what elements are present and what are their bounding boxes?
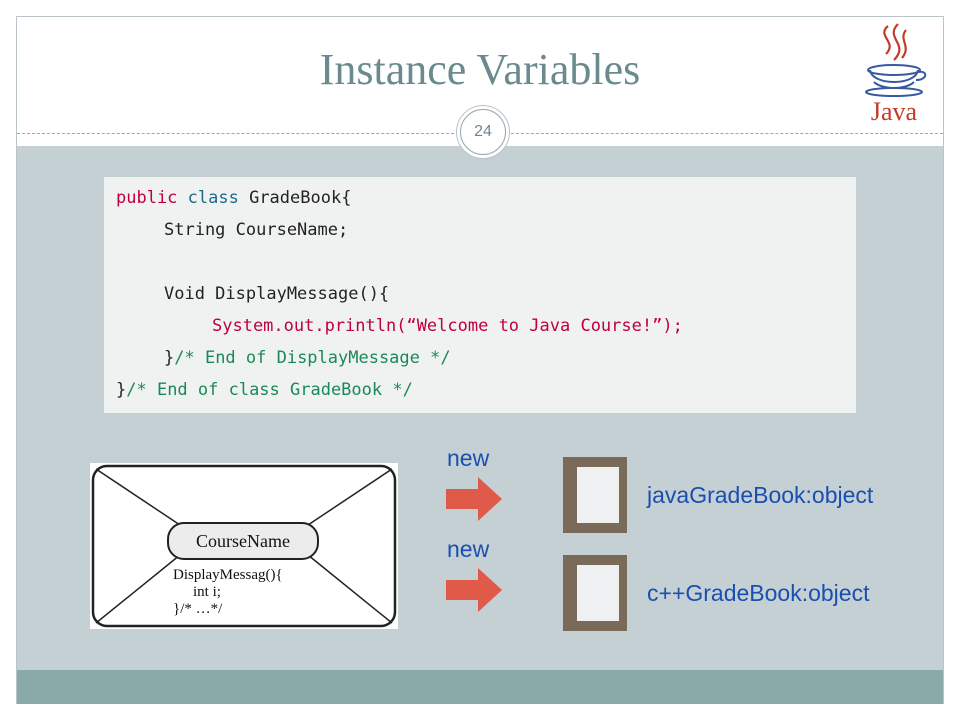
java-logo-icon: Java <box>865 23 927 126</box>
method-line: DisplayMessag(){ <box>173 567 283 583</box>
code-token: Void DisplayMessage(){ <box>164 284 390 304</box>
object-label: c++GradeBook:object <box>647 580 870 606</box>
code-token: } <box>164 348 175 368</box>
page-number-badge: 24 <box>456 105 510 159</box>
code-line: public class GradeBook{ <box>116 188 351 208</box>
method-line: }/* …*/ <box>173 601 223 617</box>
code-token: class <box>187 188 250 208</box>
new-label: new <box>447 445 490 471</box>
code-token: System.out.println(“Welcome to Java Cour… <box>212 316 683 336</box>
code-block: public class GradeBook{ String CourseNam… <box>104 177 856 413</box>
code-token: GradeBook{ <box>249 188 352 208</box>
footer-band <box>17 670 943 704</box>
slide-title: Instance Variables <box>319 45 641 94</box>
code-line: System.out.println(“Welcome to Java Cour… <box>212 316 683 336</box>
code-comment: /* End of class GradeBook */ <box>126 380 413 400</box>
object-diagram: CourseName DisplayMessag(){ int i; }/* …… <box>90 463 398 629</box>
code-line: }/* End of class GradeBook */ <box>116 380 413 400</box>
code-line: String CourseName; <box>164 220 348 240</box>
arrow-right-icon <box>446 568 502 612</box>
field-pill <box>167 522 319 560</box>
book-object-image <box>563 457 627 533</box>
java-logo-wordmark: Java <box>871 97 918 126</box>
code-token: String CourseName; <box>164 220 349 240</box>
arrow-right-icon <box>446 477 502 521</box>
code-comment: /* End of DisplayMessage */ <box>174 348 451 368</box>
field-label: CourseName <box>196 531 290 551</box>
code-line: Void DisplayMessage(){ <box>164 284 389 304</box>
code-token: public <box>116 188 188 208</box>
book-object-image <box>563 555 627 631</box>
page-number: 24 <box>474 123 492 140</box>
object-label: javaGradeBook:object <box>647 482 874 508</box>
method-line: int i; <box>193 584 221 600</box>
code-line: }/* End of DisplayMessage */ <box>164 348 451 368</box>
code-token: } <box>116 380 127 400</box>
new-label: new <box>447 536 490 562</box>
